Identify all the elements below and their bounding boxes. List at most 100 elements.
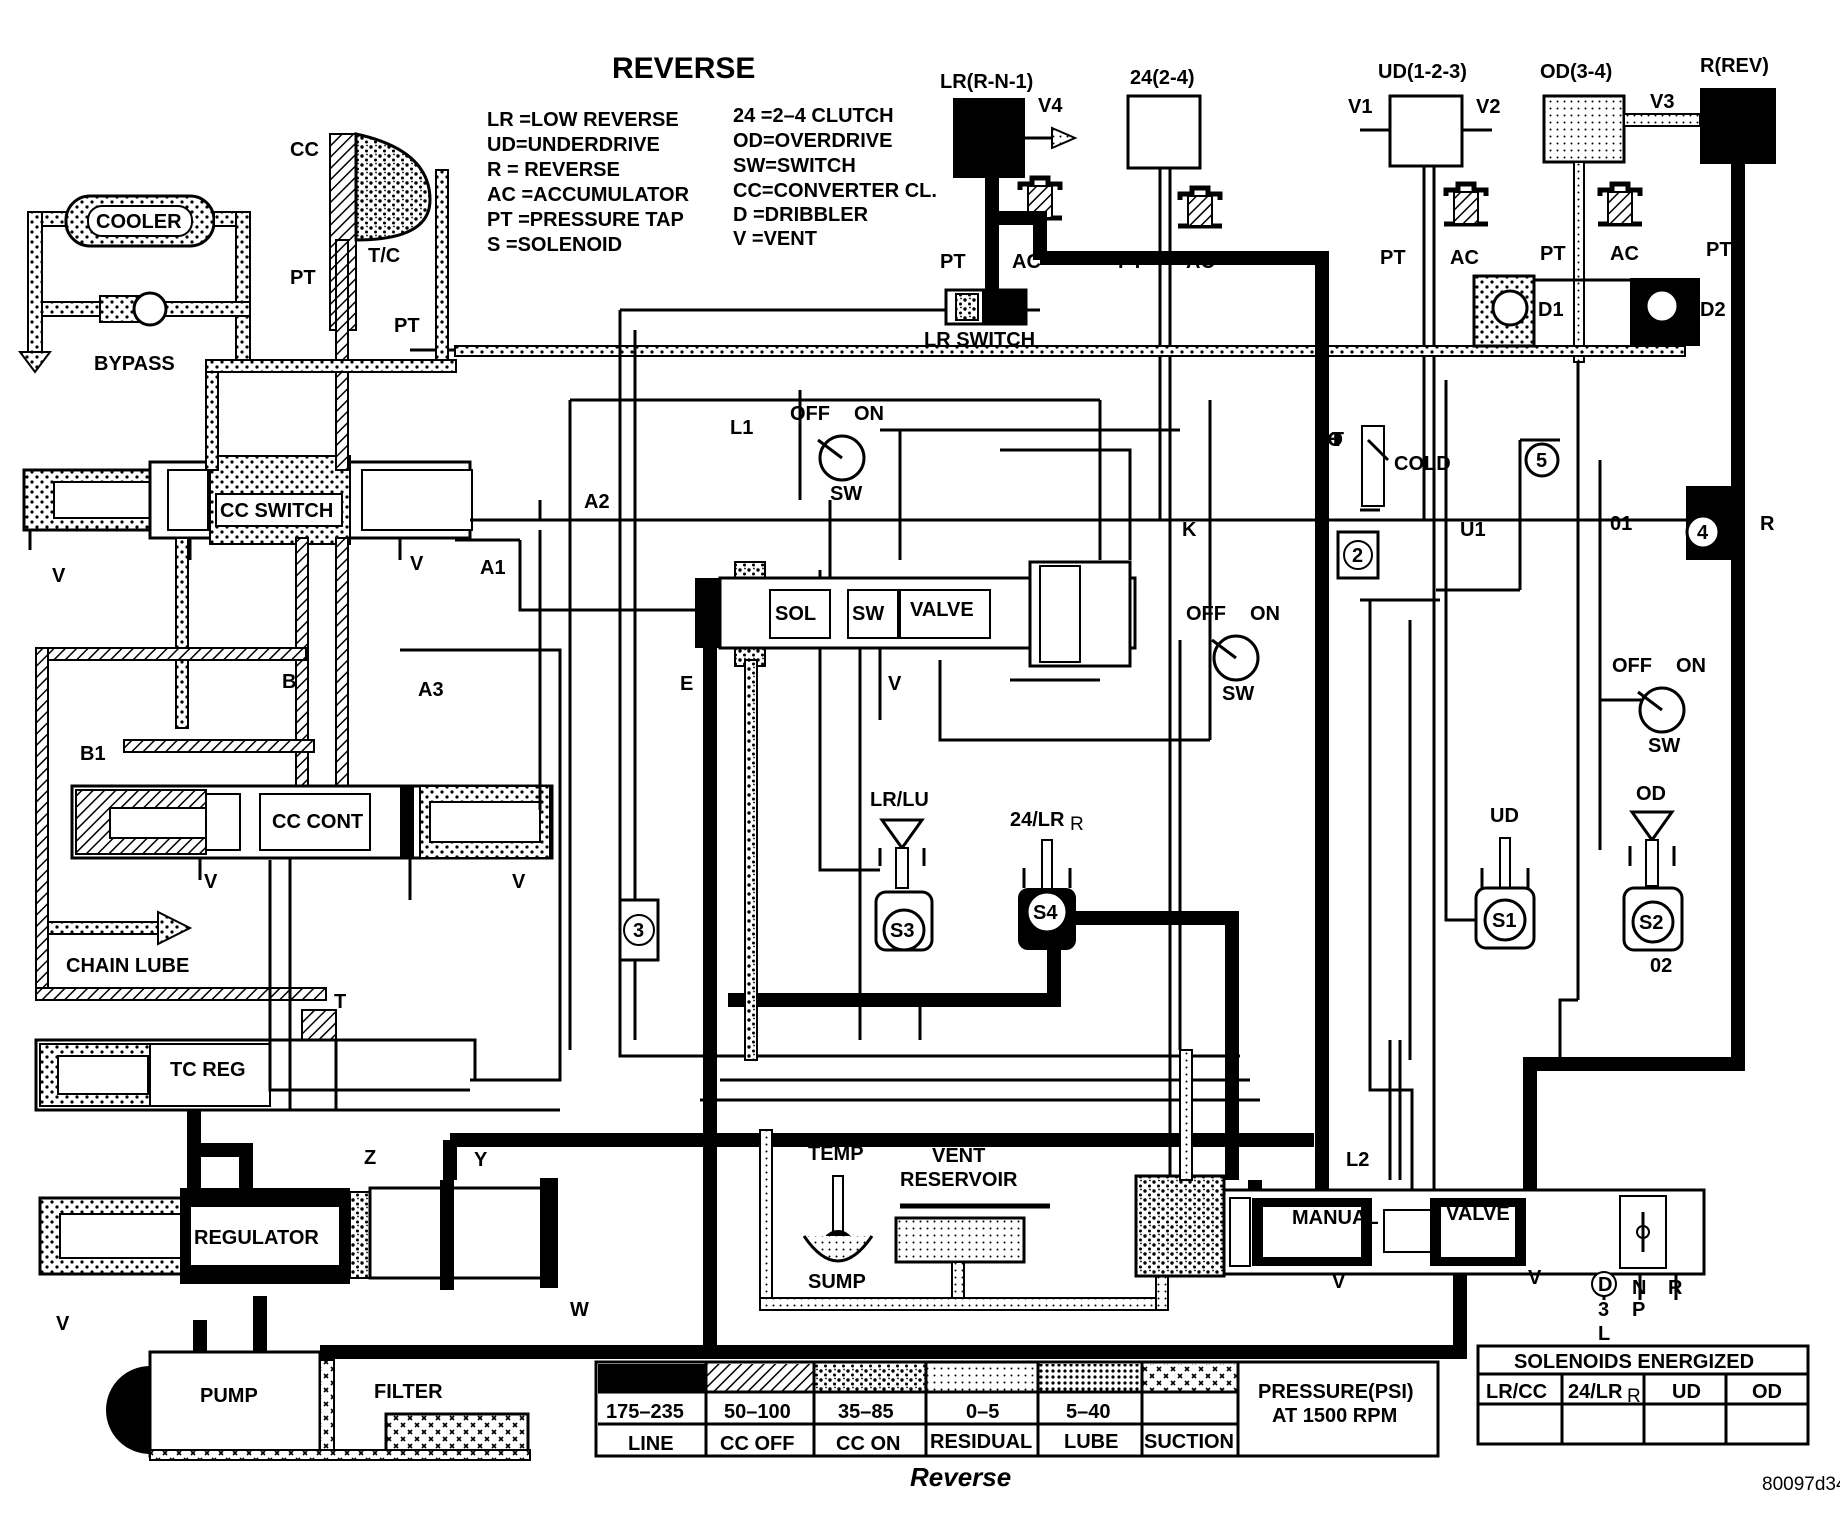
clutch-24-label: 24(2-4) [1130,67,1194,89]
svg-text:LR/CC: LR/CC [1486,1381,1547,1403]
svg-text:S4: S4 [1033,902,1058,924]
svg-text:U1: U1 [1460,519,1486,541]
svg-text:PT: PT [1380,247,1406,269]
tc-reg-label: TC REG [170,1059,246,1081]
svg-text:S3: S3 [890,920,914,942]
regulator-label: REGULATOR [194,1227,319,1249]
svg-text:HOT: HOT [1324,429,1344,451]
abbreviation-legend-left: LR =LOW REVERSE UD=UNDERDRIVE R = REVERS… [487,109,690,256]
svg-text:AC: AC [1610,243,1639,265]
svg-text:3: 3 [1598,1299,1609,1321]
clutch-od-label: OD(3-4) [1540,61,1612,83]
suction-swatch [1142,1364,1238,1392]
svg-text:V: V [1332,1271,1346,1293]
diagram-title: REVERSE [612,52,755,85]
gear-d-indicator [1591,1271,1617,1297]
svg-text:L: L [1598,1323,1610,1345]
sump-label: SUMP [808,1271,866,1293]
legend-item: V =VENT [733,228,817,250]
solenoid-s3-icon [882,908,926,952]
svg-text:OFF: OFF [1186,603,1226,625]
chain-lube-label: CHAIN LUBE [66,955,189,977]
svg-text:P: P [1632,1299,1645,1321]
svg-text:PT: PT [1706,239,1732,261]
svg-text:R: R [1760,513,1775,535]
cc-cont-label: CC CONT [272,811,363,833]
svg-text:A2: A2 [584,491,610,513]
svg-text:2: 2 [1352,545,1363,567]
svg-text:V3: V3 [1650,91,1674,113]
svg-text:01: 01 [1610,513,1632,535]
svg-text:S1: S1 [1492,910,1516,932]
solenoid-od-label: OD [1636,783,1666,805]
svg-text:PT: PT [1540,243,1566,265]
svg-text:CC: CC [290,139,319,161]
clutch-od [1542,94,1626,164]
svg-text:PRESSURE(PSI): PRESSURE(PSI) [1258,1381,1414,1403]
clutch-lr [953,98,1025,178]
svg-text:AC: AC [1450,247,1479,269]
abbreviation-legend-right: 24 =2–4 CLUTCH OD=OVERDRIVE SW=SWITCH CC… [733,105,937,250]
svg-text:L1: L1 [730,417,753,439]
solenoids-energized-table: SOLENOIDS ENERGIZED LR/CC 24/LR R UD OD [1476,1344,1810,1446]
svg-text:V: V [410,553,424,575]
svg-text:AC: AC [1012,251,1041,273]
solenoid-ud-label: UD [1490,805,1519,827]
svg-text:K: K [1182,519,1197,541]
pump-label: PUMP [200,1385,258,1407]
svg-text:PT: PT [940,251,966,273]
sw-valve-label: SW [852,603,884,625]
svg-text:175–235: 175–235 [606,1401,684,1423]
svg-text:TEMP: TEMP [808,1143,864,1165]
bypass-label: BYPASS [94,353,175,375]
legend-item: 24 =2–4 CLUTCH [733,105,894,127]
svg-text:4: 4 [1697,522,1709,544]
legend-item: CC=CONVERTER CL. [733,180,937,202]
valve-label: VALVE [910,599,974,621]
legend-item: AC =ACCUMULATOR [487,184,690,206]
svg-text:D: D [1598,1274,1612,1296]
cc-off-swatch [706,1364,814,1392]
svg-text:L2: L2 [1346,1149,1369,1171]
svg-text:R: R [1668,1277,1683,1299]
clutch-ud-label: UD(1-2-3) [1378,61,1467,83]
svg-text:T/C: T/C [368,245,400,267]
svg-text:E: E [680,673,693,695]
svg-text:N: N [1632,1277,1646,1299]
legend-item: D =DRIBBLER [733,204,869,226]
svg-text:SW: SW [1648,735,1680,757]
solenoid-s1-icon [1483,898,1527,942]
svg-text:02: 02 [1650,955,1672,977]
svg-text:V: V [888,673,902,695]
legend-item: PT =PRESSURE TAP [487,209,684,231]
svg-text:AT 1500 RPM: AT 1500 RPM [1272,1405,1397,1427]
svg-text:RESIDUAL: RESIDUAL [930,1431,1032,1453]
svg-text:V2: V2 [1476,96,1500,118]
cooler-label: COOLER [96,211,182,233]
check-ball-icon [1524,442,1560,478]
svg-text:R: R [1070,814,1084,835]
svg-text:ON: ON [1676,655,1706,677]
solenoid-s2-icon [1631,900,1675,944]
svg-text:V: V [1528,1267,1542,1289]
svg-text:V: V [52,565,66,587]
svg-text:SUCTION: SUCTION [1144,1431,1234,1453]
svg-text:D2: D2 [1700,299,1726,321]
svg-text:COLD: COLD [1394,453,1451,475]
svg-text:V: V [512,871,526,893]
svg-text:3: 3 [633,920,644,942]
svg-text:SW: SW [1222,683,1254,705]
clutch-ud [1388,94,1464,168]
svg-text:PT: PT [290,267,316,289]
legend-item: LR =LOW REVERSE [487,109,679,131]
svg-text:OFF: OFF [790,403,830,425]
svg-text:A1: A1 [480,557,506,579]
line-swatch [598,1364,706,1392]
svg-text:CC OFF: CC OFF [720,1433,794,1455]
svg-text:VALVE: VALVE [1446,1203,1510,1225]
svg-text:R: R [1627,1386,1641,1407]
lr-switch-label: LR SWITCH [924,329,1035,351]
figure-id: 80097d34 [1762,1474,1840,1495]
pressure-legend-table: 175–235 50–100 35–85 0–5 5–40 LINE CC OF… [594,1360,1440,1458]
